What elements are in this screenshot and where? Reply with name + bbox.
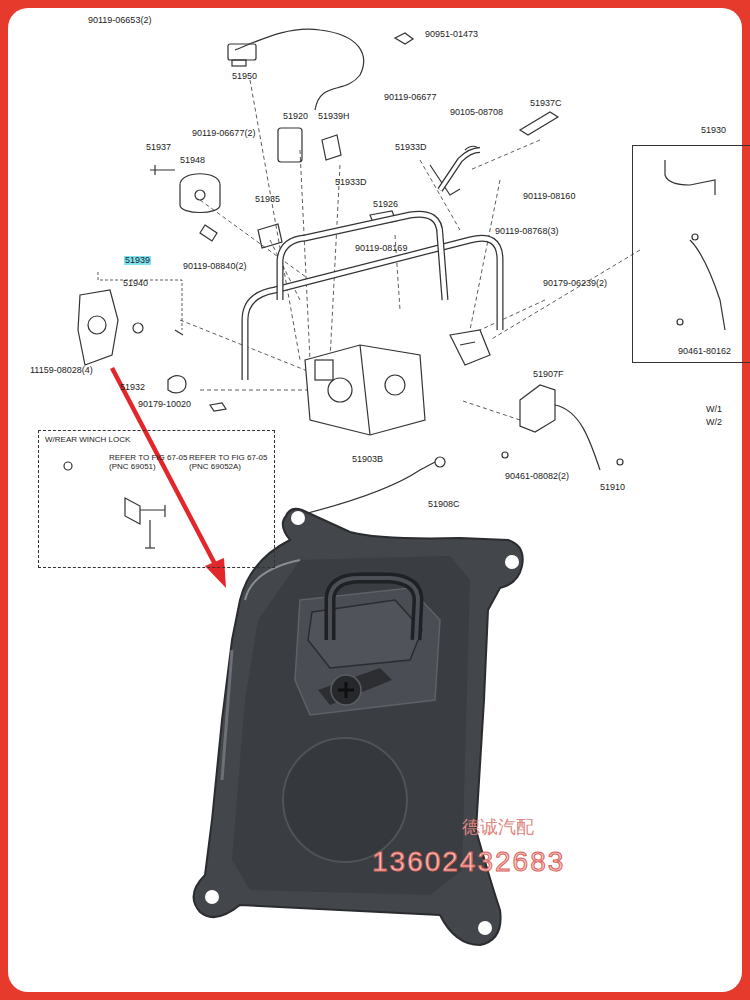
watermark: 13602432683 bbox=[372, 848, 565, 876]
note-text: W/2 bbox=[706, 418, 722, 427]
callout-number: 90119-08840(2) bbox=[183, 262, 246, 271]
callout-number: 51950 bbox=[232, 72, 257, 81]
callout-number: 90119-08169 bbox=[355, 244, 407, 253]
callout-number: 51935 bbox=[255, 195, 280, 204]
callout-number: 51933D bbox=[395, 143, 427, 152]
callout-number: 90119-08768(3) bbox=[495, 227, 558, 236]
callout-number: 51926 bbox=[373, 200, 398, 209]
callout-number: 90119-06677(2) bbox=[192, 129, 255, 138]
box-heading: W/REAR WINCH LOCK bbox=[45, 435, 185, 444]
callout-number: 90119-06677 bbox=[384, 93, 436, 102]
callout-number: 51930 bbox=[701, 125, 750, 135]
callout-number: 51907F bbox=[533, 370, 564, 379]
callout-number: 90179-06239(2) bbox=[543, 279, 607, 288]
callout-number: 90119-06653(2) bbox=[88, 16, 151, 25]
option-box: W/REAR WINCH LOCK REFER TO FIG 67-05 (PNC… bbox=[38, 430, 275, 568]
callout-number: 51910 bbox=[600, 483, 625, 492]
callout-number: 90951-01473 bbox=[425, 30, 478, 39]
callout-number: 51940 bbox=[123, 279, 148, 288]
callout-number: 90105-08708 bbox=[450, 108, 503, 117]
callout-number: 51939H bbox=[318, 112, 350, 121]
callout-number: 51939 bbox=[124, 256, 151, 265]
callout-number: 51948 bbox=[180, 156, 205, 165]
callout-number: 51920 bbox=[283, 112, 308, 121]
callout-number: 51903B bbox=[352, 455, 383, 464]
callout-number: 90119-08160 bbox=[523, 192, 575, 201]
callout-number: 90461-80162 bbox=[678, 347, 731, 356]
detail-box: 51930 bbox=[632, 145, 750, 363]
watermark: 德诚汽配 bbox=[462, 818, 534, 836]
callout-number: 11159-08028(4) bbox=[30, 366, 93, 375]
note-text: REFER TO FIG 67-05 (PNC 69051) bbox=[109, 453, 189, 471]
callout-number: 51932 bbox=[120, 383, 145, 392]
note-text: REFER TO FIG 67-05 (PNC 69052A) bbox=[189, 453, 269, 471]
callout-number: 51937C bbox=[530, 99, 562, 108]
note-text: W/1 bbox=[706, 405, 722, 414]
callout-number: 90461-08082(2) bbox=[505, 472, 569, 481]
callout-number: 51908C bbox=[428, 500, 460, 509]
callout-number: 90179-10020 bbox=[138, 400, 191, 409]
callout-number: 51933D bbox=[335, 178, 367, 187]
callout-number: 51937 bbox=[146, 143, 171, 152]
